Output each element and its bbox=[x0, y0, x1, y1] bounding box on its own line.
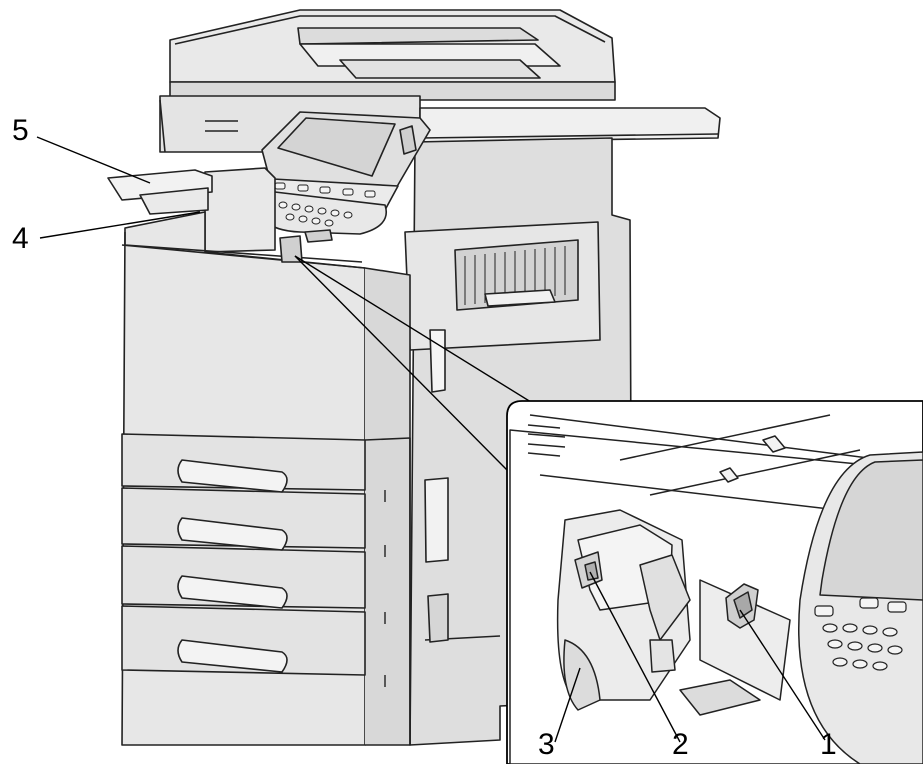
side-tray bbox=[419, 107, 721, 143]
callout-1: 1 bbox=[820, 728, 837, 761]
document-feeder bbox=[169, 9, 616, 101]
callout-5: 5 bbox=[12, 114, 29, 147]
control-panel bbox=[254, 111, 431, 235]
leader-lines bbox=[36, 136, 561, 471]
callout-2: 2 bbox=[672, 728, 689, 761]
callout-4: 4 bbox=[12, 222, 29, 255]
output-tray bbox=[107, 169, 213, 215]
detail-inset bbox=[506, 400, 923, 765]
paper-drawers bbox=[121, 433, 449, 745]
callout-3: 3 bbox=[538, 728, 555, 761]
